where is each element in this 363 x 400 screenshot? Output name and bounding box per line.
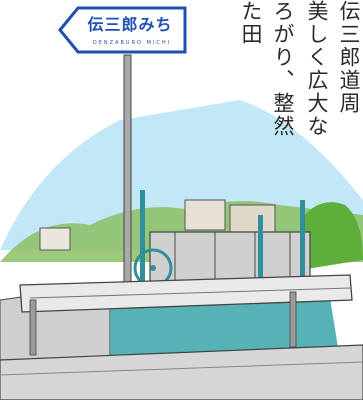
house (229, 204, 276, 234)
post (258, 215, 263, 285)
sign-pole (123, 54, 132, 291)
caption-column-1: 伝三郎道周 (337, 0, 361, 115)
post (140, 190, 145, 290)
caption-column-3: ろがり、整然 (271, 0, 295, 138)
tree (300, 202, 363, 270)
sign-board (58, 6, 187, 54)
house (39, 227, 71, 251)
sign-main-text: 伝三郎みち (87, 15, 173, 34)
sign-sub-text: DENZABURO MICHI (92, 40, 172, 46)
caption-column-2: 美しく広大な (305, 0, 329, 138)
house (184, 199, 226, 231)
caption-column-4: た田 (239, 0, 263, 46)
post (300, 200, 305, 290)
bridge-slab (0, 344, 363, 400)
